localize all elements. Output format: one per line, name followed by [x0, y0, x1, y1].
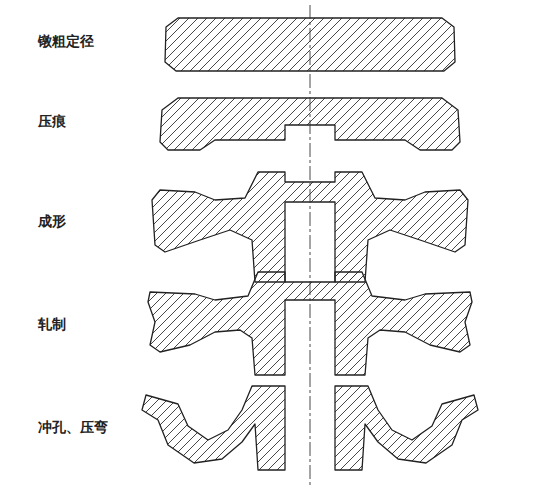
- section-outline: [142, 386, 285, 470]
- stage-label: 轧制: [38, 316, 66, 333]
- center-line: [310, 5, 311, 488]
- stage-label: 冲孔、压弯: [38, 419, 108, 436]
- stage-label: 成形: [38, 213, 66, 230]
- section-outline: [335, 386, 478, 470]
- stage-label: 镦粗定径: [38, 33, 94, 50]
- stage-label: 压痕: [38, 113, 66, 130]
